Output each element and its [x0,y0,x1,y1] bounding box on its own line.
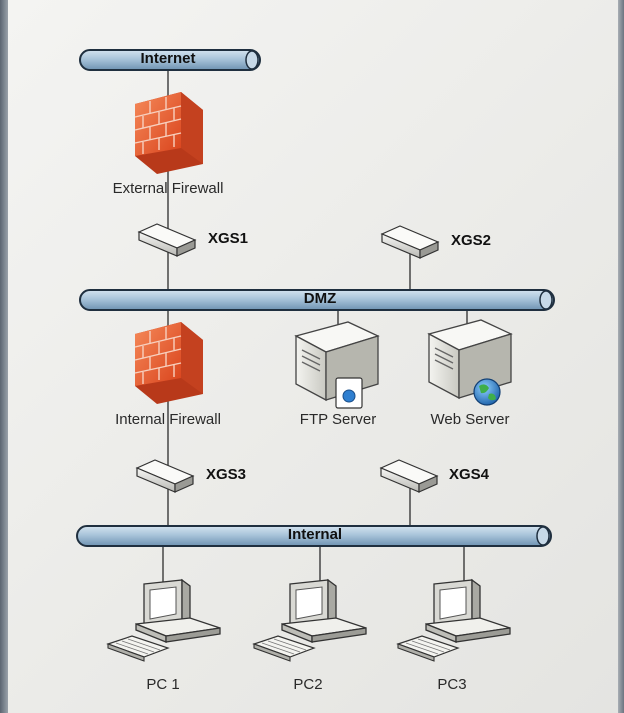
internal-bar [76,525,552,547]
ftp-server-label: FTP Server [299,411,377,428]
web-server-label: Web Server [430,411,510,428]
pc2-icon [252,578,367,662]
xgs1-switch-icon [137,223,197,257]
xgs3-switch-icon [135,459,195,493]
internal-label: Internal [287,526,343,543]
external-firewall-label: External Firewall [112,180,224,197]
photo-edge-right [618,0,624,713]
internet-label: Internet [140,50,196,67]
xgs2-switch-icon [380,225,440,259]
pc1-icon [106,578,221,662]
xgs2-label: XGS2 [451,232,492,249]
web-server-icon [427,319,513,406]
internal-firewall-icon [134,322,203,404]
ftp-server-icon [294,321,380,409]
link-lines [162,70,468,582]
internal-firewall-label: Internal Firewall [115,411,221,428]
photo-edge-left [0,0,8,713]
xgs4-label: XGS4 [449,466,490,483]
dmz-label: DMZ [303,290,337,307]
xgs1-label: XGS1 [208,230,249,247]
dmz-bar [79,289,555,311]
pc1-label: PC 1 [146,676,180,693]
pc3-icon [396,578,511,662]
xgs3-label: XGS3 [206,466,247,483]
pc2-label: PC2 [293,676,323,693]
xgs4-switch-icon [379,459,439,493]
pc3-label: PC3 [437,676,467,693]
external-firewall-icon [134,92,203,174]
internet-bar [79,49,261,71]
